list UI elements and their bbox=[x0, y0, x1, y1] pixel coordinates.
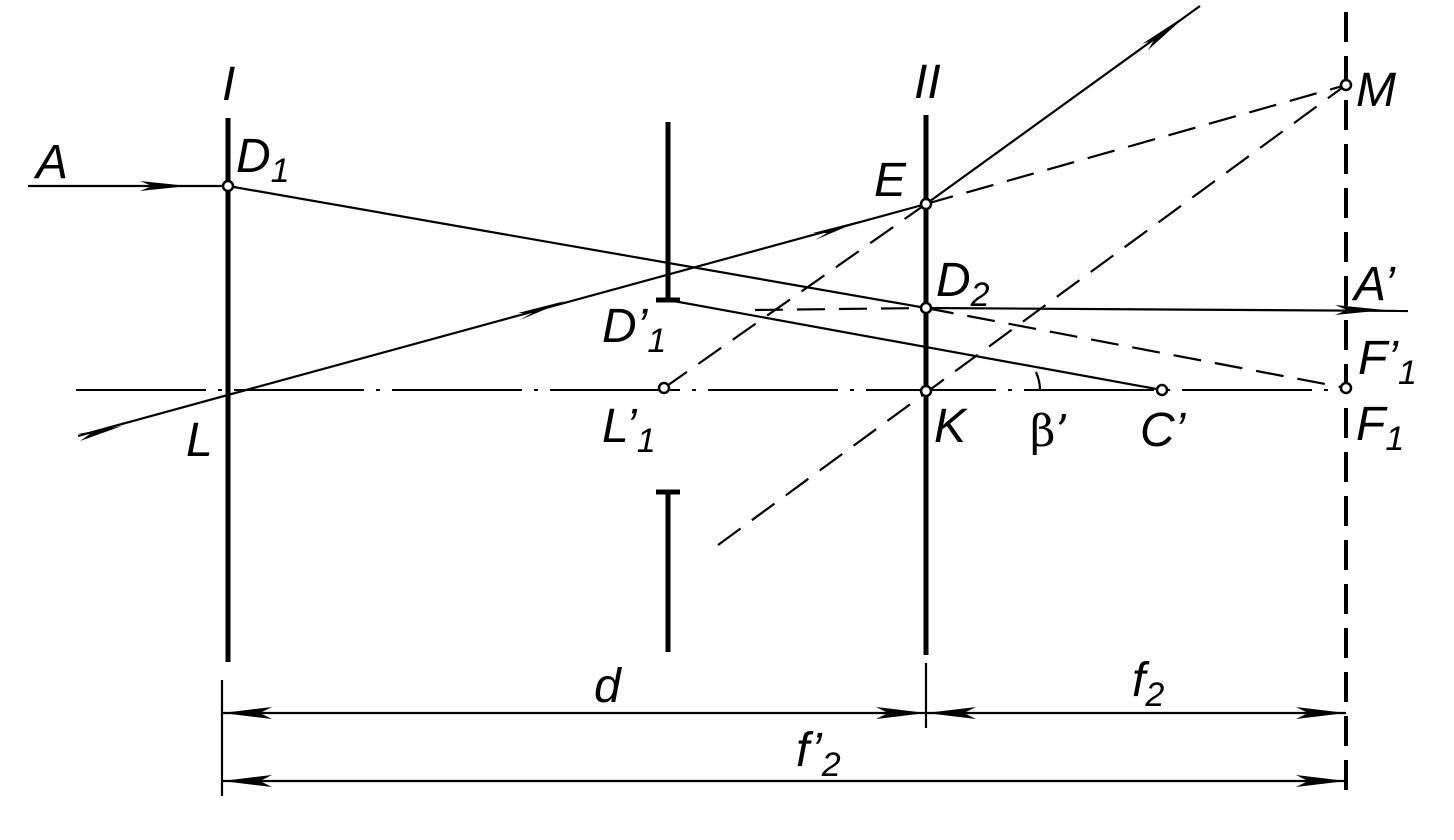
point-m bbox=[1339, 78, 1353, 92]
label-f1-prime: F’1 bbox=[1358, 332, 1417, 392]
arrow-head-a bbox=[140, 181, 188, 191]
arrow-head-a-prime bbox=[1335, 305, 1385, 315]
arrow-head-l-3 bbox=[813, 221, 860, 240]
ray-d2-f1-dashed bbox=[925, 306, 1347, 390]
ray-l1prime-e-dashed bbox=[663, 203, 927, 389]
label-beta-prime: β’ bbox=[1030, 406, 1069, 457]
label-c-prime: C’ bbox=[1140, 404, 1187, 457]
point-e bbox=[919, 197, 933, 211]
label-e: E bbox=[874, 154, 907, 207]
label-f2: f2 bbox=[1132, 654, 1164, 714]
point-f1 bbox=[1339, 381, 1353, 395]
ray-d1-d2 bbox=[227, 184, 927, 310]
label-l: L bbox=[186, 414, 213, 467]
label-a: A bbox=[33, 136, 68, 189]
label-a-prime: A’ bbox=[1351, 258, 1396, 311]
arrow-head-e-out bbox=[1142, 14, 1188, 50]
label-d: d bbox=[594, 660, 622, 713]
ray-e-m-dashed bbox=[925, 83, 1347, 206]
label-d1: D1 bbox=[236, 130, 290, 190]
ray-a-prime bbox=[925, 306, 1409, 313]
angle-beta-arc bbox=[1034, 371, 1042, 391]
ray-l-e bbox=[77, 202, 927, 438]
arrow-head-l-2 bbox=[518, 301, 565, 320]
label-d2: D2 bbox=[936, 254, 990, 314]
point-d2 bbox=[919, 301, 933, 315]
label-k: K bbox=[934, 400, 968, 453]
arrow-head-l-1 bbox=[78, 426, 122, 441]
label-l1-prime: L’1 bbox=[602, 400, 656, 460]
label-m: M bbox=[1356, 64, 1396, 117]
label-f2-prime: f’2 bbox=[796, 724, 841, 784]
label-lens-2: II bbox=[914, 56, 941, 109]
label-d1-prime: D’1 bbox=[602, 300, 666, 360]
point-c-prime bbox=[1155, 383, 1169, 397]
label-f1: F1 bbox=[1356, 398, 1404, 458]
point-d1 bbox=[221, 179, 235, 193]
label-lens-1: I bbox=[222, 58, 235, 111]
point-l1-prime bbox=[657, 381, 671, 395]
ray-aux-k-m-dashed bbox=[717, 84, 1347, 546]
point-k bbox=[919, 384, 933, 398]
ray-d1prime-horizontal bbox=[754, 306, 927, 312]
ray-d1prime-c bbox=[667, 298, 1163, 392]
